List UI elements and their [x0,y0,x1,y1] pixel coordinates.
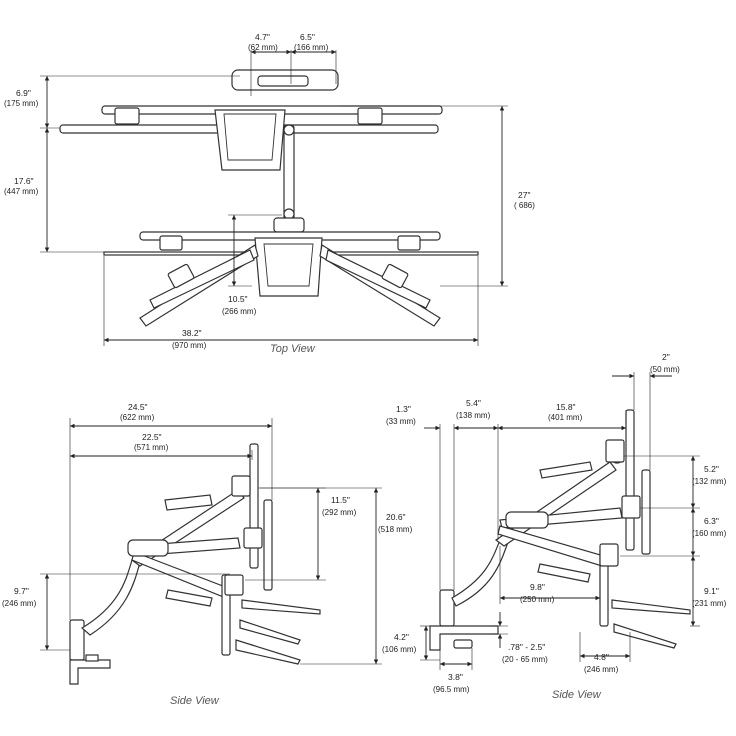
top-upper-monitors [59,69,443,171]
left-dim-5-mm: (246 mm) [2,599,37,608]
left-side-view: 24.5" (622 mm) 22.5" (571 mm) 11.5" (292… [2,402,413,707]
left-dim-1-in: 24.5" [128,402,148,412]
right-dim-5-in: 5.2" [704,464,719,474]
top-view-caption: Top View [270,343,316,355]
top-view: 4.7" (62 mm) 6.5" (166 mm) 6.9" (175 mm)… [4,32,535,355]
right-monitors [599,409,691,649]
left-dim-1-mm: (622 mm) [120,413,155,422]
left-dim-3-in: 11.5" [331,495,350,505]
top-dim-2-mm: (166 mm) [294,43,329,52]
right-dim-1-mm: (33 mm) [386,417,416,426]
right-dim-8-in: 9.1" [704,586,719,596]
right-dim-4-in: 2" [662,352,670,362]
right-dim-3-mm: (401 mm) [548,413,583,422]
top-dim-2-in: 6.5" [300,32,315,42]
right-dim-5-mm: (132 mm) [692,477,727,486]
top-dim-6-in: 10.5" [228,294,248,304]
right-dim-12-in: 3.8" [448,672,463,682]
left-base-clamp [69,559,141,685]
top-dim-3-mm: (175 mm) [4,99,39,108]
left-dim-4-in: 20.6" [386,512,406,522]
top-dim-4-mm: (447 mm) [4,187,39,196]
right-dim-2-in: 5.4" [466,398,481,408]
top-dim-7-mm: (970 mm) [172,341,207,350]
left-arms [127,480,263,607]
left-view-caption: Side View [170,695,220,707]
right-dim-8-mm: (231 mm) [692,599,727,608]
right-base-clamp [429,539,509,651]
left-dim-3-mm: (292 mm) [322,508,357,517]
top-dim-5-mm: ( 686) [514,201,535,210]
top-dim-1-in: 4.7" [255,32,270,42]
left-monitors [221,443,321,665]
right-dim-3-in: 15.8" [556,402,576,412]
right-dim-7-in: 9.8" [530,582,545,592]
top-dim-4-in: 17.6" [14,176,34,186]
right-dim-10-mm: (20 - 65 mm) [502,655,548,664]
right-dim-4-mm: (50 mm) [650,365,680,374]
right-dim-7-mm: (250 mm) [520,595,555,604]
left-dim-2-mm: (571 mm) [134,443,169,452]
right-dim-6-mm: (160 mm) [692,529,727,538]
right-dim-9-mm: (106 mm) [382,645,417,654]
right-dim-11-in: 4.8" [594,652,609,662]
top-lower-monitors [103,231,479,327]
right-side-view: 1.3" (33 mm) 5.4" (138 mm) 15.8" (401 mm… [382,352,727,701]
left-dim-4-mm: (518 mm) [378,525,413,534]
right-dim-2-mm: (138 mm) [456,411,491,420]
top-dim-1-mm: (62 mm) [248,43,278,52]
top-center-pole [273,124,305,233]
top-dim-5-in: 27" [518,190,530,200]
right-dim-9-in: 4.2" [394,632,409,642]
top-dim-6-mm: (266 mm) [222,307,257,316]
right-dim-12-mm: (96.5 mm) [433,685,470,694]
right-dim-6-in: 6.3" [704,516,719,526]
right-dim-1-in: 1.3" [396,404,411,414]
right-view-caption: Side View [552,689,602,701]
left-dim-2-in: 22.5" [142,432,162,442]
top-dim-7-in: 38.2" [182,328,202,338]
right-dim-10-in: .78" - 2.5" [508,642,545,652]
top-dim-3-in: 6.9" [16,88,31,98]
right-dim-11-mm: (246 mm) [584,665,619,674]
left-dim-5-in: 9.7" [14,586,29,596]
